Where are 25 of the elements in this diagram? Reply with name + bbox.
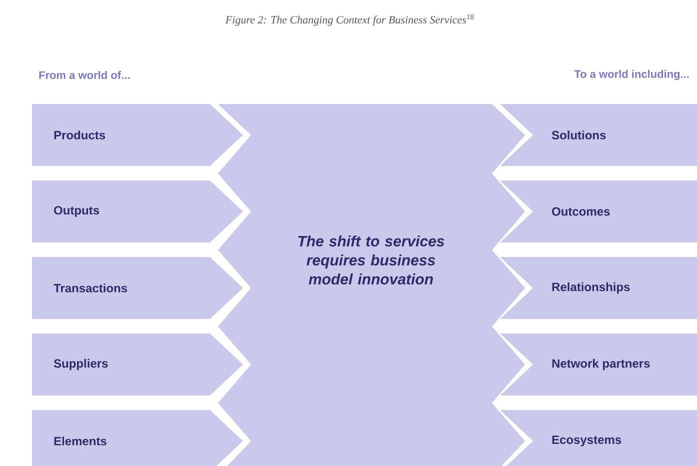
node-label: Network partners: [552, 358, 650, 370]
node-label: Elements: [54, 436, 106, 446]
centre-band: The shift to services requires business model innovation: [218, 104, 525, 466]
chevron-box: Elements: [32, 410, 243, 466]
notched-box: Outcomes: [500, 180, 697, 242]
node-label: Outcomes: [552, 207, 610, 216]
node-label: Outputs: [54, 206, 100, 217]
notched-box: Ecosystems: [500, 410, 697, 466]
node-label: Solutions: [552, 130, 606, 140]
notched-box: Relationships: [500, 257, 697, 319]
chevron-box: Suppliers: [32, 334, 243, 396]
notched-box: Solutions: [500, 104, 697, 166]
node-label: The shift to services requires business model innovation: [298, 235, 444, 285]
node-label: Ecosystems: [552, 436, 622, 446]
node-label: Suppliers: [54, 358, 108, 370]
column-heading: To a world including...: [574, 70, 689, 80]
node-label: Relationships: [552, 282, 630, 294]
chevron-box: Outputs: [32, 180, 243, 242]
figure-title: Figure 2: The Changing Context for Business Services$^{18}$: [225, 14, 474, 26]
chevron-box: Products: [32, 104, 243, 166]
notched-box: Network partners: [500, 334, 697, 396]
node-label: Transactions: [54, 284, 128, 292]
column-heading: From a world of...: [39, 70, 130, 80]
node-label: Products: [54, 130, 106, 140]
chevron-box: Transactions: [32, 257, 243, 319]
